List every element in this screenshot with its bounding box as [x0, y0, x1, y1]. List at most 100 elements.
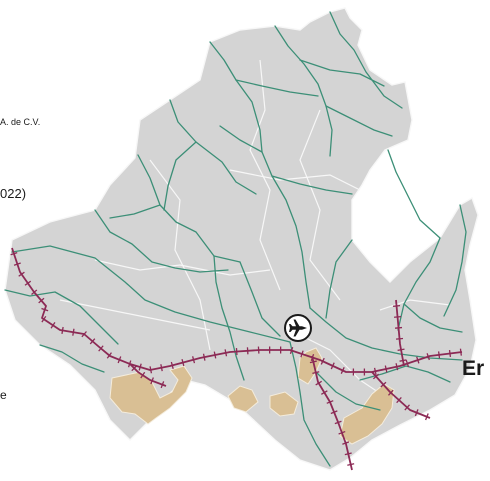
railway-tie: [13, 262, 21, 266]
railway-tie: [18, 271, 25, 277]
highway: [397, 237, 441, 331]
railway-tie: [50, 322, 56, 329]
railway-tie: [396, 397, 402, 404]
railway: [395, 299, 405, 367]
highway: [403, 303, 463, 333]
railway-tie: [213, 351, 217, 359]
highway-network: [4, 11, 467, 467]
railway-tie: [320, 357, 325, 365]
railway-tie: [224, 349, 228, 357]
railway-tie: [397, 348, 405, 351]
railway-tie: [326, 400, 334, 404]
railway-tie: [300, 350, 304, 358]
railway-tie: [312, 371, 320, 374]
railway-tie: [289, 346, 294, 355]
railway-tie: [334, 420, 342, 425]
railway-tie: [41, 307, 49, 312]
railway-tie: [160, 381, 165, 389]
highway: [274, 25, 333, 157]
railway-tie: [384, 365, 388, 373]
highway: [329, 11, 403, 109]
railway-tie: [192, 356, 196, 364]
railway-tie: [394, 326, 403, 329]
railway-tie: [404, 404, 410, 411]
highway: [387, 149, 441, 239]
highway: [315, 371, 381, 411]
highway: [11, 245, 291, 343]
railway: [371, 371, 431, 419]
railway-tie: [41, 315, 47, 323]
cut-off-side-label: e: [0, 388, 7, 402]
highway: [39, 344, 105, 373]
highway: [325, 105, 393, 137]
railway-tie: [414, 409, 419, 417]
railway-tie: [392, 305, 401, 307]
highway: [163, 141, 197, 211]
highway: [169, 99, 257, 195]
railway-tie: [72, 328, 75, 336]
railway-tie: [387, 389, 394, 396]
railway-tie: [170, 361, 174, 369]
railway-tie: [380, 381, 387, 388]
highway: [289, 341, 331, 467]
railway-tie: [338, 430, 346, 435]
railway-tie: [393, 315, 402, 318]
railway-tie: [117, 356, 122, 364]
railway-tie: [344, 452, 352, 456]
railway-tie: [342, 441, 350, 445]
highway: [235, 79, 319, 97]
railway-tie: [131, 365, 138, 372]
highway: [239, 261, 281, 337]
highway: [209, 41, 311, 309]
railway-tie: [309, 360, 317, 364]
highway: [109, 204, 161, 219]
urban-area-southeast: [339, 383, 395, 445]
railway-tie: [160, 364, 163, 372]
railway-tie: [127, 360, 132, 368]
railway-tie: [395, 337, 404, 340]
highway: [94, 209, 229, 273]
railway-tie: [202, 353, 206, 361]
railway-tie: [150, 377, 154, 385]
railway-tie: [347, 463, 355, 466]
urban-area-capital: [297, 347, 323, 385]
railway-tie: [138, 363, 142, 371]
cut-off-place-label: Er: [462, 357, 485, 380]
airport-marker[interactable]: [284, 314, 312, 342]
highway: [271, 175, 353, 195]
railway-tie: [437, 351, 441, 359]
urban-area-central-small: [227, 385, 259, 413]
railway-tie: [24, 280, 32, 286]
highway: [219, 125, 263, 153]
railway-tie: [310, 353, 315, 362]
railway: [11, 247, 463, 373]
railway-tie: [395, 363, 399, 371]
railway-tie: [181, 359, 185, 367]
railway-tie: [448, 349, 452, 358]
railway-tie: [31, 289, 38, 295]
railway-tie: [424, 413, 429, 421]
railway-tie: [405, 360, 410, 368]
railway-tie: [330, 410, 338, 415]
municipal-borders: [59, 59, 451, 401]
railway-tie: [416, 356, 420, 364]
airplane-icon: [289, 319, 307, 337]
railway-network: [10, 247, 463, 471]
railway-tie: [315, 380, 323, 386]
highway: [299, 59, 385, 87]
railway-tie: [459, 348, 462, 356]
railway-tie: [149, 366, 153, 374]
railway-tie: [330, 362, 335, 370]
railway-tie: [321, 390, 328, 395]
urban-areas: [109, 347, 395, 445]
highway: [4, 289, 119, 345]
highway: [213, 255, 245, 381]
railway-tie: [81, 331, 87, 338]
cut-off-company-label: A. de C.V.: [0, 117, 41, 127]
railway-tie: [373, 367, 377, 375]
railway-tie: [372, 373, 380, 380]
railway-tie: [98, 345, 104, 352]
railway-tie: [61, 326, 64, 334]
